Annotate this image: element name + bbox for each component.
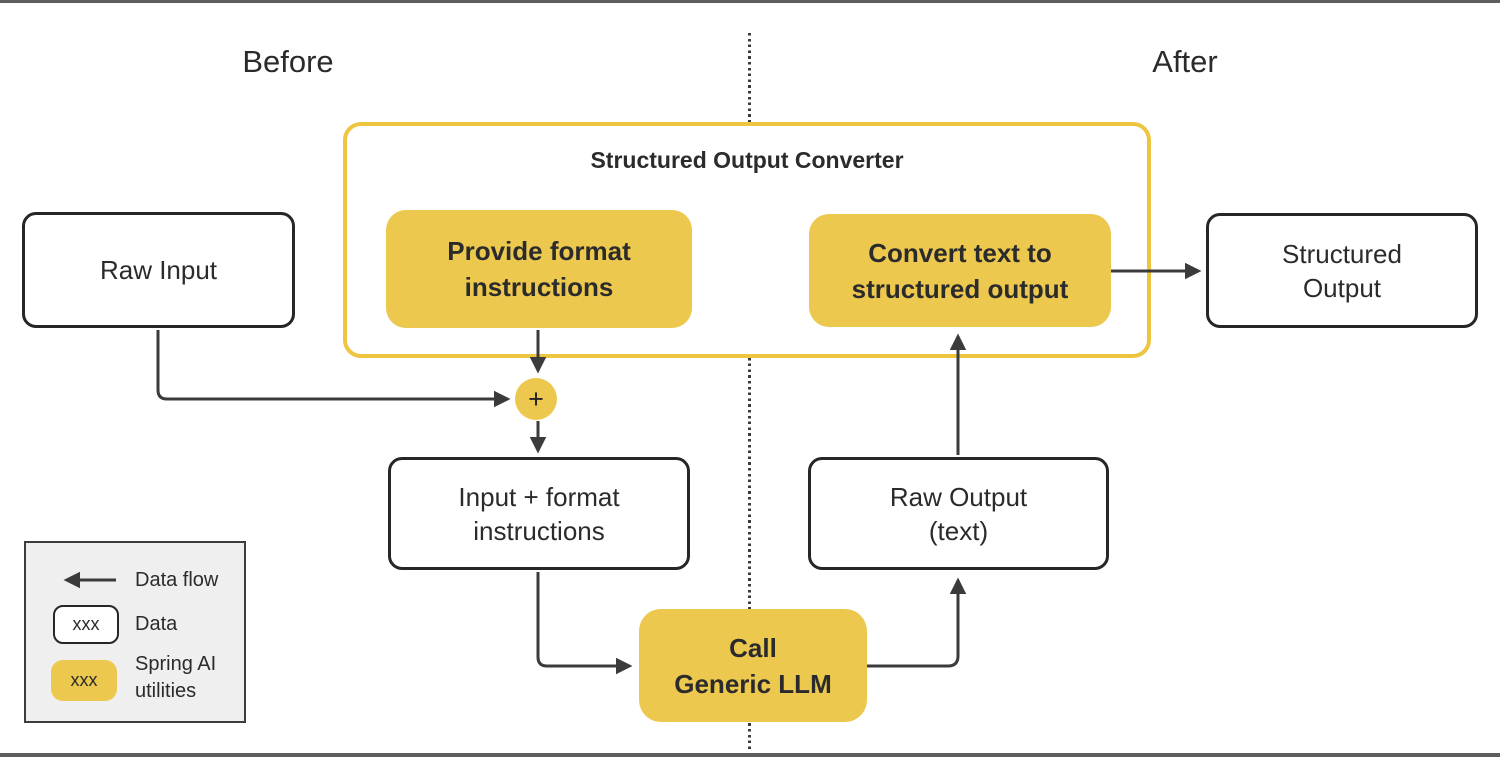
arrow-input-format-to-call-llm bbox=[536, 572, 633, 675]
plus-merge-icon: + bbox=[515, 378, 557, 420]
converter-group-title: Structured Output Converter bbox=[590, 147, 904, 173]
legend-data-label: Data bbox=[135, 613, 178, 635]
legend-spring-ai-label: Spring AI utilities bbox=[135, 653, 217, 702]
structured-output-node: Structured Output bbox=[1206, 213, 1478, 328]
legend-box: Data flow xxx Data xxx Spring AI utiliti… bbox=[24, 541, 246, 723]
bottom-border bbox=[0, 753, 1500, 757]
raw-output-text-node: Raw Output (text) bbox=[808, 457, 1109, 570]
input-plus-format-instructions-node: Input + format instructions bbox=[388, 457, 690, 570]
before-section-label: Before bbox=[242, 44, 334, 79]
legend-spring-ai-sample-icon: xxx bbox=[51, 660, 117, 701]
call-generic-llm-node: Call Generic LLM bbox=[639, 609, 867, 722]
top-border bbox=[0, 0, 1500, 3]
after-section-label: After bbox=[1152, 44, 1218, 79]
raw-input-node: Raw Input bbox=[22, 212, 295, 328]
before-after-dotted-divider bbox=[748, 33, 751, 750]
legend-data-flow-label: Data flow bbox=[135, 569, 219, 591]
data-flow-arrow-icon bbox=[63, 571, 116, 589]
provide-format-instructions-node: Provide format instructions bbox=[386, 210, 692, 328]
convert-text-to-structured-output-node: Convert text to structured output bbox=[809, 214, 1111, 327]
legend-data-sample-icon: xxx bbox=[53, 605, 119, 644]
arrow-call-llm-to-raw-output bbox=[867, 577, 967, 668]
